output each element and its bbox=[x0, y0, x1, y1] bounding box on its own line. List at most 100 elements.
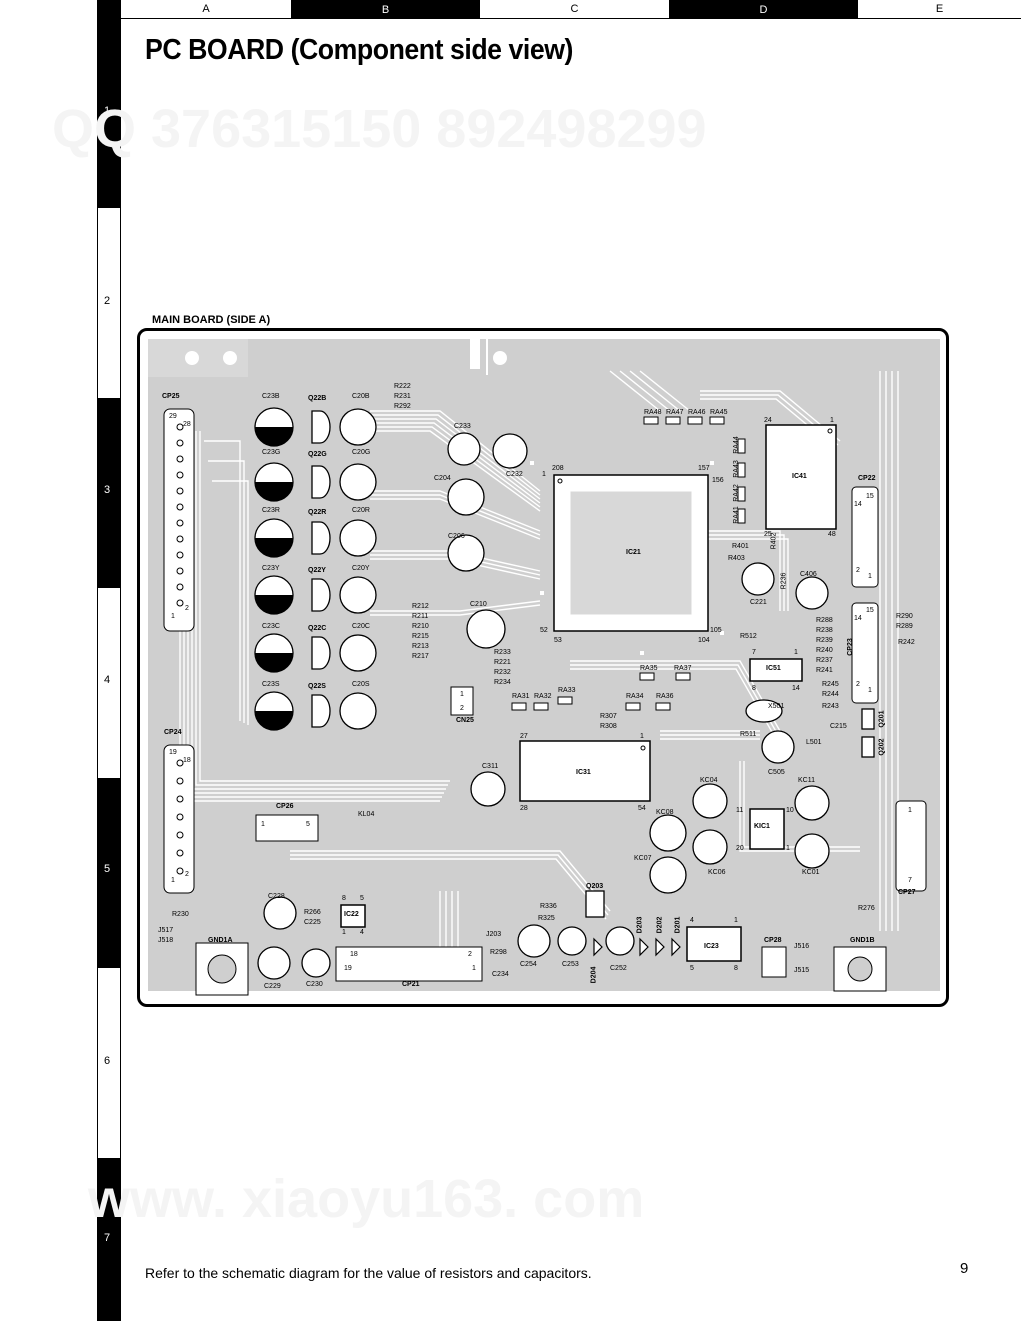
resistor-label: R288 bbox=[816, 617, 833, 624]
resistor-label: R336 bbox=[540, 903, 557, 910]
component-label: L501 bbox=[806, 739, 822, 746]
pin-label: 2 bbox=[856, 567, 860, 574]
resistor-label: RA37 bbox=[674, 665, 692, 672]
capacitor-label: C20R bbox=[352, 507, 370, 514]
resistor-label: RA35 bbox=[640, 665, 658, 672]
resistor-label: R221 bbox=[494, 659, 511, 666]
resistor-label: R210 bbox=[412, 623, 429, 630]
connector-label: GND1B bbox=[850, 937, 875, 944]
column-header: B bbox=[291, 0, 480, 19]
capacitor-label: C23R bbox=[262, 507, 280, 514]
resistor-label: R245 bbox=[822, 681, 839, 688]
pin-label: 1 bbox=[171, 613, 175, 620]
capacitor-label: C23S bbox=[262, 681, 280, 688]
pin-label: 2 bbox=[185, 605, 189, 612]
column-header: D bbox=[669, 0, 858, 19]
resistor-label: RA36 bbox=[656, 693, 674, 700]
resistor-label: R213 bbox=[412, 643, 429, 650]
component-label: X501 bbox=[768, 703, 785, 710]
resistor-label: R276 bbox=[858, 905, 875, 912]
row-number: 2 bbox=[104, 295, 111, 307]
ic-label: IC22 bbox=[344, 911, 359, 918]
resistor-label: R211 bbox=[412, 613, 429, 620]
resistor-label: R212 bbox=[412, 603, 429, 610]
connector-label: CP26 bbox=[276, 803, 294, 810]
pin-label: 8 bbox=[734, 965, 738, 972]
pin-label: 1 bbox=[868, 573, 872, 580]
pin-label: 1 bbox=[261, 821, 265, 828]
page-title: PC BOARD (Component side view) bbox=[145, 34, 573, 66]
ic-label: IC51 bbox=[766, 665, 781, 672]
connector-label: CP27 bbox=[898, 889, 916, 896]
resistor-label: R238 bbox=[816, 627, 833, 634]
resistor-label: R236 bbox=[780, 572, 788, 590]
capacitor-label: C23B bbox=[262, 393, 280, 400]
pin-label: 1 bbox=[786, 845, 790, 852]
component-label: C311 bbox=[482, 763, 499, 770]
pin-label: 1 bbox=[908, 807, 912, 814]
capacitor-label: C20G bbox=[352, 449, 371, 456]
pin-label: 1 bbox=[640, 733, 644, 740]
pin-label: 15 bbox=[866, 493, 874, 500]
transistor-label: Q22R bbox=[308, 509, 327, 516]
component-label: C228 bbox=[268, 893, 285, 900]
row-index-gutter bbox=[97, 0, 121, 1321]
capacitor-label: C20C bbox=[352, 623, 370, 630]
diode-label: D204 bbox=[590, 966, 598, 984]
component-label: C230 bbox=[306, 981, 323, 988]
component-label: C252 bbox=[610, 965, 627, 972]
transistor-label: Q22G bbox=[308, 451, 327, 458]
row-number: 5 bbox=[104, 863, 111, 875]
pin-label: 8 bbox=[342, 895, 346, 902]
column-header: A bbox=[121, 0, 291, 19]
resistor-label: R241 bbox=[816, 667, 833, 674]
pin-label: 14 bbox=[792, 685, 800, 692]
component-label: C234 bbox=[492, 971, 509, 978]
component-label: KC01 bbox=[802, 869, 820, 876]
pin-label: 7 bbox=[752, 649, 756, 656]
pin-label: 2 bbox=[185, 871, 189, 878]
resistor-label: RA45 bbox=[710, 409, 728, 416]
resistor-label: R308 bbox=[600, 723, 617, 730]
connector-label: CP25 bbox=[162, 393, 180, 400]
resistor-label: R512 bbox=[740, 633, 757, 640]
resistor-label: R237 bbox=[816, 657, 833, 664]
pin-label: 4 bbox=[690, 917, 694, 924]
component-label: C233 bbox=[454, 423, 471, 430]
pin-label: 52 bbox=[540, 627, 548, 634]
connector-label: CP24 bbox=[164, 729, 182, 736]
pin-label: 2 bbox=[460, 705, 464, 712]
resistor-label: R233 bbox=[494, 649, 511, 656]
jumper-label: J203 bbox=[486, 931, 502, 938]
connector-label: CP22 bbox=[858, 475, 876, 482]
resistor-label: R234 bbox=[494, 679, 511, 686]
component-label: KC04 bbox=[700, 777, 718, 784]
pin-label: 1 bbox=[342, 929, 346, 936]
transistor-label: Q22S bbox=[308, 683, 326, 690]
jumper-label: J518 bbox=[158, 937, 174, 944]
connector-label: CP23 bbox=[846, 638, 854, 656]
pin-label: 54 bbox=[638, 805, 646, 812]
board-label: MAIN BOARD (SIDE A) bbox=[152, 314, 271, 326]
pin-label: 15 bbox=[866, 607, 874, 614]
pin-label: 2 bbox=[856, 681, 860, 688]
ic-label: KIC1 bbox=[754, 823, 770, 830]
pin-label: 11 bbox=[736, 807, 744, 814]
page-number: 9 bbox=[960, 1260, 969, 1277]
resistor-label: R215 bbox=[412, 633, 429, 640]
row-number: 7 bbox=[104, 1232, 111, 1244]
transistor-label: Q201 bbox=[878, 710, 886, 728]
pin-label: 1 bbox=[171, 877, 175, 884]
connector-label: GND1A bbox=[208, 937, 233, 944]
resistor-label: R217 bbox=[412, 653, 429, 660]
pin-label: 1 bbox=[542, 471, 546, 478]
pin-label: 208 bbox=[552, 465, 564, 472]
pin-label: 104 bbox=[698, 637, 710, 644]
resistor-label: R239 bbox=[816, 637, 833, 644]
resistor-label: R230 bbox=[172, 911, 189, 918]
watermark-top: QQ 376315150 892498299 bbox=[52, 99, 707, 159]
pin-label: 25 bbox=[764, 531, 772, 538]
pin-label: 8 bbox=[752, 685, 756, 692]
resistor-label: RA48 bbox=[644, 409, 662, 416]
resistor-label: RA43 bbox=[732, 460, 740, 478]
